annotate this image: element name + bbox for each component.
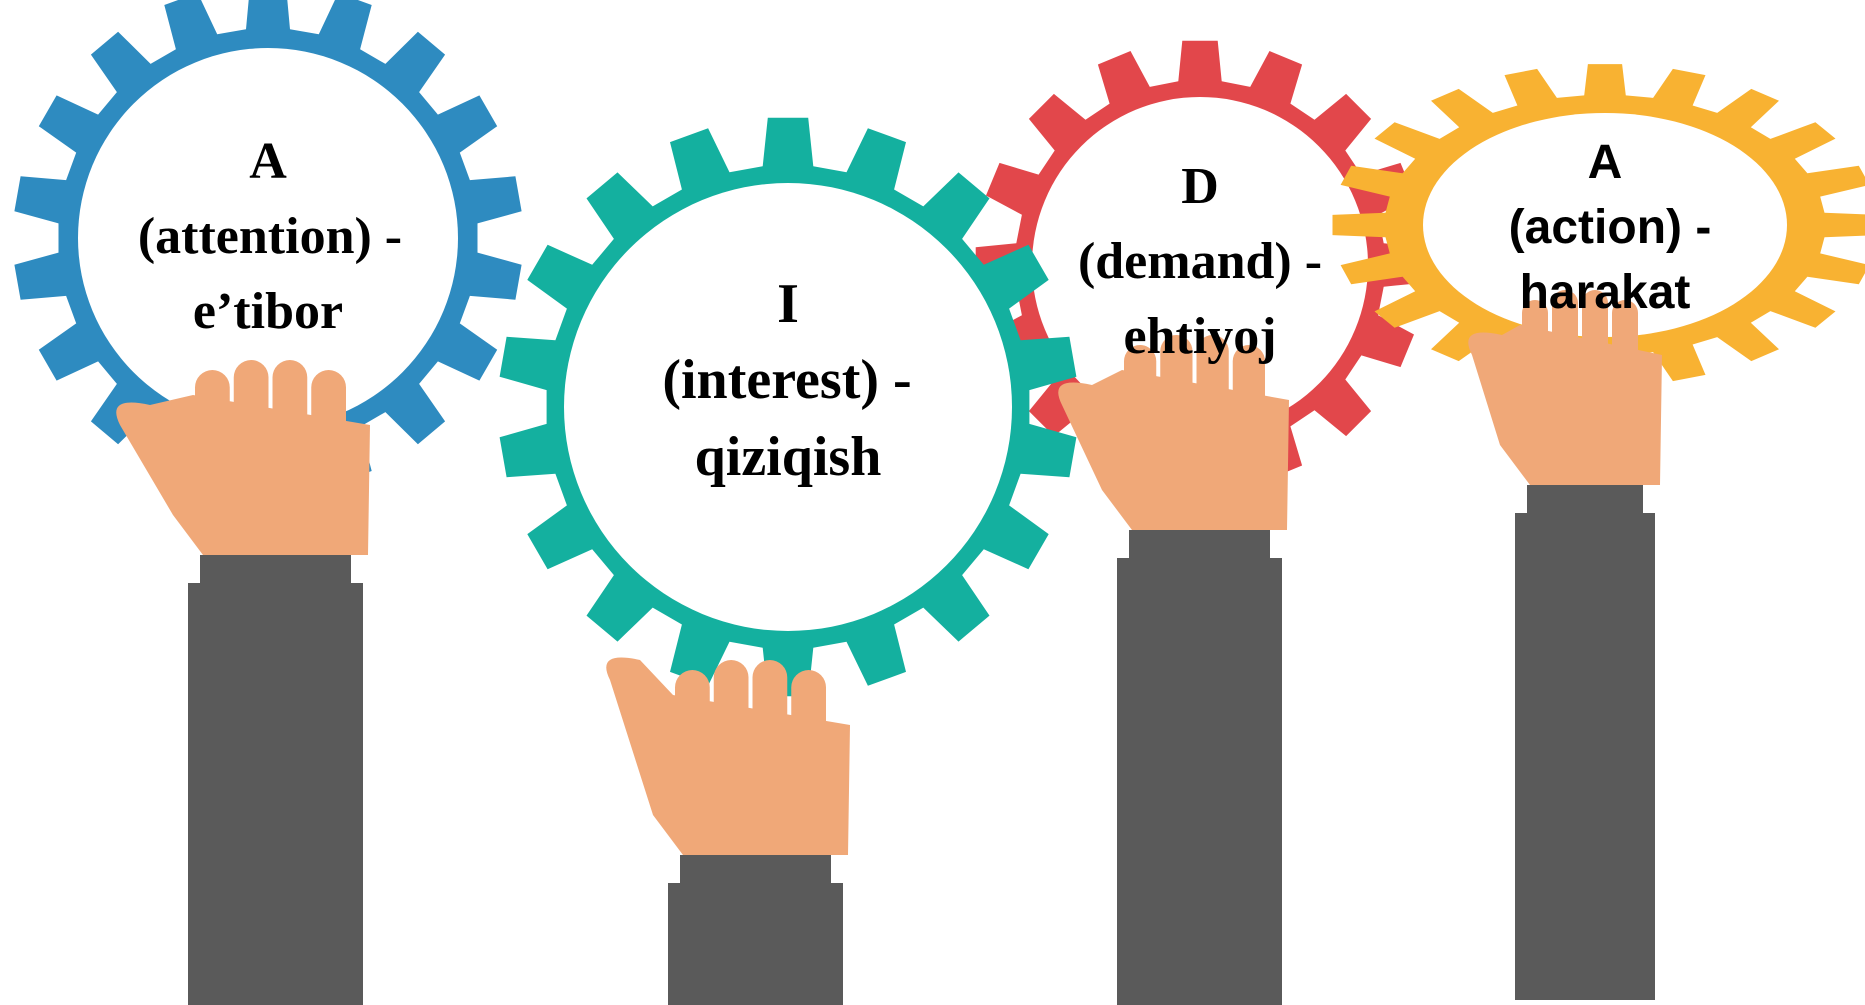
gear-inner-circle bbox=[1423, 113, 1787, 337]
hand-palm bbox=[116, 395, 370, 555]
gear-letter: A bbox=[249, 133, 287, 190]
arm-interest bbox=[606, 657, 850, 1005]
sleeve bbox=[1117, 558, 1282, 1005]
hand-finger bbox=[675, 670, 710, 750]
hand-finger bbox=[233, 360, 269, 440]
gear-translation: harakat bbox=[1520, 266, 1691, 319]
gear-inner-circle bbox=[1032, 97, 1368, 433]
arm-attention bbox=[116, 360, 370, 1005]
hand-palm bbox=[1058, 370, 1289, 530]
hand-finger bbox=[311, 370, 346, 450]
sleeve-cuff bbox=[1129, 530, 1270, 560]
hand-palm bbox=[606, 657, 850, 855]
gear-attention: A (attention) - e’tibor bbox=[14, 0, 522, 1005]
gear-term: (demand) - bbox=[1078, 233, 1322, 290]
sleeve bbox=[1515, 513, 1655, 1000]
hand-finger bbox=[272, 360, 308, 440]
gear-translation: ehtiyoj bbox=[1123, 308, 1276, 365]
gear-translation: qiziqish bbox=[695, 426, 882, 488]
hand-finger bbox=[1232, 345, 1265, 425]
gear-letter: D bbox=[1181, 158, 1219, 215]
hand-finger bbox=[1582, 290, 1608, 370]
gear-interest: I (interest) - qiziqish bbox=[499, 117, 1077, 1005]
gear-term: (interest) - bbox=[662, 349, 911, 411]
hand-finger bbox=[195, 370, 230, 450]
gear-demand: D (demand) - ehtiyoj bbox=[975, 40, 1425, 1005]
gear-action: A (action) - harakat bbox=[1332, 64, 1865, 1000]
arm-action bbox=[1468, 290, 1662, 1000]
gear-term: (attention) - bbox=[138, 208, 402, 265]
gear-letter: I bbox=[777, 273, 799, 335]
gear-term: (action) - bbox=[1509, 201, 1712, 254]
sleeve bbox=[668, 883, 843, 1005]
hand-finger bbox=[1612, 300, 1638, 380]
gear-letter: A bbox=[1588, 136, 1623, 189]
gear-inner-circle bbox=[78, 48, 458, 428]
sleeve bbox=[188, 583, 363, 1005]
hand-finger bbox=[1160, 335, 1193, 415]
hand-finger bbox=[752, 660, 788, 740]
hand-finger bbox=[791, 670, 826, 750]
hand-finger bbox=[1196, 335, 1229, 415]
gear-inner-circle bbox=[564, 183, 1012, 631]
arm-demand bbox=[1058, 335, 1289, 1005]
hand-finger bbox=[1552, 290, 1578, 370]
sleeve-cuff bbox=[680, 855, 831, 885]
hand-finger bbox=[1124, 345, 1157, 425]
sleeve-cuff bbox=[200, 555, 351, 585]
hand-finger bbox=[713, 660, 749, 740]
gear-translation: e’tibor bbox=[193, 283, 343, 340]
sleeve-cuff bbox=[1527, 485, 1643, 515]
hand-finger bbox=[1522, 300, 1548, 380]
